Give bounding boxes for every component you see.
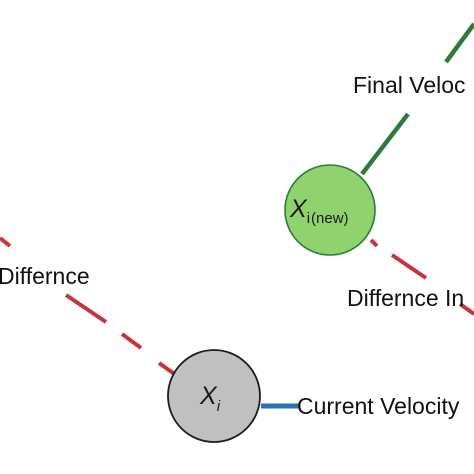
final-velocity-edge (360, 22, 474, 176)
node-xi-new: Xi(new) (284, 164, 376, 256)
final-velocity-line-lower (360, 112, 410, 176)
final-velocity-label: Final Veloc (353, 72, 466, 98)
node-xi-symbol: X (199, 382, 218, 410)
node-xi-new-circle (284, 164, 376, 256)
node-xi-circle (167, 349, 261, 443)
final-velocity-line-upper (444, 22, 474, 64)
difference-edge-left (0, 236, 182, 380)
difference-right-dash-3 (458, 302, 474, 316)
difference-left-label: Differnce (0, 263, 90, 289)
difference-edge-right (369, 238, 474, 316)
node-xi-label: Xi (199, 382, 221, 415)
difference-left-dash-2 (64, 293, 108, 324)
node-xi-subscript: i (217, 398, 221, 415)
difference-right-dash-1 (369, 238, 379, 248)
difference-right-label: Differnce In (347, 285, 464, 311)
node-xi-new-subscript-suffix: (new) (311, 210, 349, 227)
node-xi-new-subscript: i (307, 210, 310, 227)
difference-left-dash-3 (120, 332, 143, 350)
node-xi-new-label: Xi(new) (289, 195, 349, 227)
current-velocity-label: Current Velocity (297, 393, 460, 419)
node-xi-new-symbol: X (289, 195, 308, 223)
difference-right-dash-2 (390, 253, 428, 280)
node-xi: Xi (167, 349, 261, 443)
difference-left-dash-1 (0, 236, 12, 248)
